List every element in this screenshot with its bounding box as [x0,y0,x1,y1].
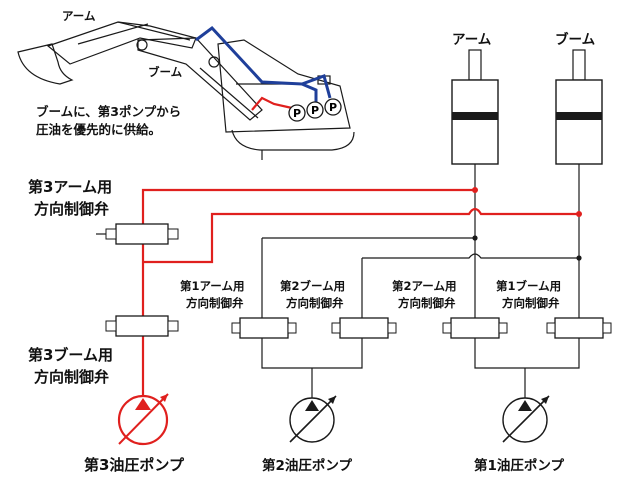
boom-member [137,37,263,121]
second-arm-label-2: 方向制御弁 [398,296,456,310]
note-line-1: ブームに、第3ポンプから [36,104,181,119]
excavator-pumps: P P P [288,98,342,122]
first-arm-label-2: 方向制御弁 [186,296,244,310]
third-boom-valve [105,315,179,337]
third-pump: 第3油圧ポンプ [84,393,185,474]
second-boom-label-1: 第2ブーム用 [280,279,345,293]
second-boom-valve [331,317,397,339]
third-arm-label-1: 第3アーム用 [28,178,112,196]
arm-hose [195,25,332,99]
arm-member [46,21,197,65]
second-boom-label-2: 方向制御弁 [286,296,344,310]
pump-letter-1: P [293,107,301,120]
first-boom-valve [546,317,612,339]
boom-priority-hose [251,96,293,111]
excavator-illustration: P P P アーム ブーム ブームに、第3ポンプから 圧油を優先的に供給。 [17,9,355,160]
third-boom-label-2: 方向制御弁 [34,368,109,386]
second-pump-label: 第2油圧ポンプ [262,457,352,474]
first-boom-label-2: 方向制御弁 [502,296,560,310]
main-circuit-lines [261,164,580,398]
arm-cylinder-label: アーム [452,32,491,48]
arm-hose-2 [301,82,318,106]
excavator-arm-label: アーム [62,9,96,23]
excavator-boom-label: ブーム [148,65,183,79]
pump-letter-3: P [329,101,337,114]
second-pump: 第2油圧ポンプ [262,395,352,474]
tracks [231,129,355,151]
pump-1-mini [288,104,306,122]
note-line-2: 圧油を優先的に供給。 [36,122,161,137]
second-arm-label-1: 第2アーム用 [392,279,456,293]
cab-body [217,39,351,133]
third-arm-label-2: 方向制御弁 [34,200,109,218]
second-arm-valve [442,317,508,339]
boom-cylinder-label: ブーム [555,31,595,48]
third-arm-valve [96,223,179,245]
first-arm-label-1: 第1アーム用 [180,279,244,293]
boom-cylinder: ブーム [555,31,603,165]
third-pump-label: 第3油圧ポンプ [84,456,185,474]
first-arm-valve [231,317,297,339]
third-boom-label-1: 第3ブーム用 [28,346,113,364]
pump-letter-2: P [311,104,319,117]
bucket [17,43,74,85]
pump-3-mini [324,98,342,116]
pump-2-mini [306,101,324,119]
first-boom-label-1: 第1ブーム用 [496,279,561,293]
first-pump: 第1油圧ポンプ [474,395,564,474]
arm-cylinder: アーム [451,32,499,165]
first-pump-label: 第1油圧ポンプ [474,457,564,474]
